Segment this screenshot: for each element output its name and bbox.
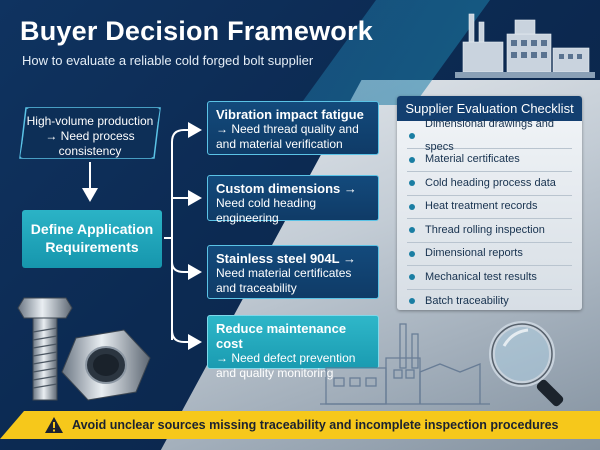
checklist-item-label: Batch traceability (425, 294, 509, 307)
page-title: Buyer Decision Framework (20, 16, 373, 46)
checklist-item-label: Cold heading process data (425, 176, 556, 189)
checklist-item: Mechanical test results (407, 266, 572, 290)
magnifier-icon (489, 321, 564, 407)
bullet-icon (409, 203, 415, 210)
checklist-item: Heat treatment records (407, 196, 572, 219)
bullet-icon (409, 180, 415, 187)
bullet-icon (409, 298, 415, 305)
checklist-title: Supplier Evaluation Checklist (397, 96, 582, 121)
branch-maintenance: Reduce maintenance cost → Need defect pr… (207, 315, 379, 380)
start-node: High-volume production → Need process co… (20, 108, 160, 158)
branch-vibration-body: → Need thread quality and and material v… (216, 122, 359, 151)
bullet-icon (409, 156, 415, 163)
bullet-icon (409, 250, 415, 257)
checklist-item: Thread rolling inspection (407, 219, 572, 243)
checklist-item-label: Heat treatment records (425, 200, 538, 212)
branch-custom-head: Custom dimensions → (216, 181, 357, 196)
factory-icon (455, 13, 595, 78)
warning-banner: Avoid unclear sources missing traceabili… (0, 411, 600, 439)
checklist-item: Cold heading process data (407, 172, 572, 196)
warning-text: Avoid unclear sources missing traceabili… (72, 418, 559, 432)
bullet-icon (409, 133, 415, 140)
define-requirements-node: Define Application Requirements (22, 210, 162, 268)
checklist-item: Dimensional drawings and specs (407, 118, 572, 153)
checklist-item-label: Dimensional reports (425, 247, 523, 259)
checklist-item: Batch traceability (407, 290, 572, 314)
checklist-item: Dimensional reports (407, 243, 572, 266)
branch-stainless: Stainless steel 904L → Need material cer… (207, 245, 379, 299)
checklist-item-label: Thread rolling inspection (425, 223, 545, 236)
branch-stainless-body: Need material certificates and traceabil… (216, 266, 352, 295)
branch-maintenance-head: Reduce maintenance cost (216, 321, 347, 351)
supplier-checklist: Supplier Evaluation Checklist Dimensiona… (397, 96, 582, 310)
branch-vibration-head: Vibration impact fatigue (216, 107, 364, 122)
page-subtitle: How to evaluate a reliable cold forged b… (22, 53, 314, 68)
branch-custom-body: Need cold heading engineering (216, 196, 317, 225)
checklist-item: Material certificates (407, 149, 572, 172)
branch-vibration: Vibration impact fatigue → Need thread q… (207, 101, 379, 155)
warning-triangle-icon (45, 417, 63, 433)
start-node-text: High-volume production → Need process co… (26, 114, 154, 158)
define-node-text: Define Application Requirements (30, 221, 154, 255)
checklist-item-label: Mechanical test results (425, 270, 537, 283)
checklist-item-label: Dimensional drawings and specs (425, 117, 555, 154)
branch-stainless-head: Stainless steel 904L → (216, 251, 356, 266)
branch-custom-dimensions: Custom dimensions → Need cold heading en… (207, 175, 379, 225)
checklist-item-label: Material certificates (425, 153, 520, 165)
bullet-icon (409, 227, 415, 234)
branch-maintenance-body: → Need defect prevention and quality mon… (216, 351, 356, 380)
bolt-and-nut-icon (17, 297, 151, 401)
factory-outline-icon (320, 323, 490, 405)
bullet-icon (409, 274, 415, 281)
